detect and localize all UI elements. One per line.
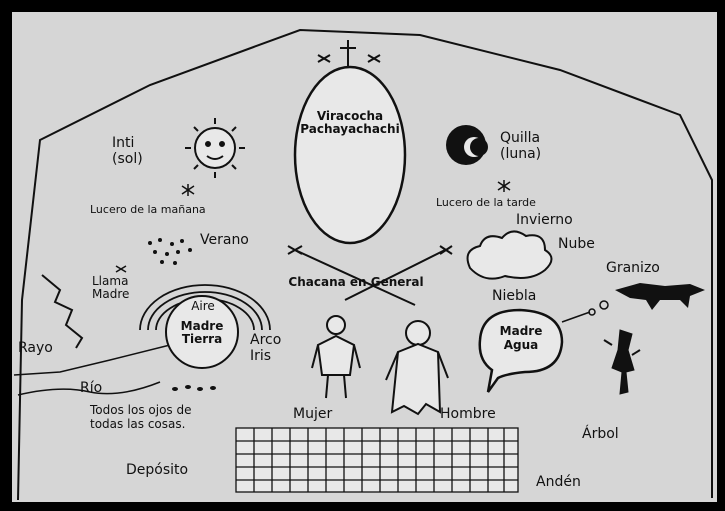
viracocha-label-2: Pachayachachi (300, 122, 399, 136)
granizo-animal-icon (615, 283, 705, 310)
madre-agua-bubble (478, 308, 564, 393)
woman-figure-icon (311, 315, 361, 399)
ojos-label-1: Todos los ojos de (89, 403, 191, 417)
lucero-manana-label: Lucero de la mañana (90, 203, 206, 216)
mujer-label: Mujer (293, 406, 332, 422)
arbol-label: Árbol (582, 425, 619, 442)
ground-line (13, 344, 171, 376)
madre-agua-pointer (561, 311, 591, 323)
morning-star-icon (181, 184, 195, 196)
eyes-icon (172, 385, 216, 391)
verano-label: Verano (200, 232, 249, 248)
llama-madre-label-1: Llama (92, 274, 128, 288)
quilla-label-1: Quilla (500, 130, 540, 146)
inti-label-2: (sol) (112, 151, 143, 167)
cloud-icon (466, 230, 553, 280)
verano-stars-icon (148, 238, 192, 265)
inti-label-1: Inti (112, 135, 134, 151)
lightning-icon (41, 274, 84, 349)
ojos-label-2: todas las cosas. (90, 417, 185, 431)
rayo-label: Rayo (18, 340, 53, 356)
arco-iris-label-2: Iris (250, 348, 271, 364)
madre-tierra-label-2: Tierra (182, 332, 222, 346)
granizo-label: Granizo (606, 260, 660, 276)
sun-icon (185, 118, 245, 178)
madre-agua-label-2: Agua (504, 338, 539, 352)
chacana-label: Chacana en General (288, 275, 423, 289)
cross-top-icon (317, 40, 381, 70)
hombre-label: Hombre (440, 406, 496, 422)
madre-tierra-label-1: Madre (181, 319, 224, 333)
rio-label: Río (80, 380, 102, 396)
viracocha-oval (293, 65, 407, 245)
wall-outline (17, 28, 713, 501)
tree-icon (603, 329, 641, 395)
moon-icon (446, 125, 488, 165)
lucero-tarde-label: Lucero de la tarde (436, 196, 536, 209)
madre-agua-label-1: Madre (500, 324, 543, 338)
man-figure-icon (385, 320, 449, 416)
anden-label: Andén (536, 474, 581, 490)
anden-grid-icon (235, 427, 519, 493)
evening-star-icon (497, 180, 511, 192)
invierno-label: Invierno (516, 212, 573, 228)
llama-star-icon (115, 265, 127, 273)
arco-iris-label-1: Arco (250, 332, 281, 348)
nube-label: Nube (558, 236, 595, 252)
llama-madre-label-2: Madre (92, 287, 129, 301)
viracocha-label-1: Viracocha (317, 109, 383, 123)
deposito-label: Depósito (126, 462, 188, 478)
madre-tierra-circle (165, 295, 239, 369)
quilla-label-2: (luna) (500, 146, 541, 162)
chacana-cross-icon (287, 245, 453, 306)
river-icon (17, 381, 161, 396)
niebla-label: Niebla (492, 288, 536, 304)
aire-label: Aire (191, 299, 215, 313)
